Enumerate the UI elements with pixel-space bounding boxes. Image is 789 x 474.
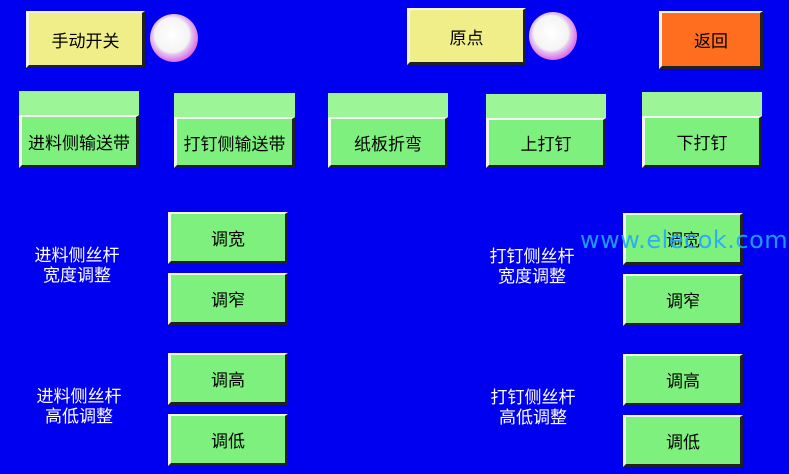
lower-nail-button[interactable]: 下打钉 [642, 116, 762, 168]
nail-narrow-button[interactable]: 调窄 [623, 274, 743, 326]
nail-side-width-label: 打钉侧丝杆 宽度调整 [489, 247, 575, 287]
conveyor-feed-indicator [19, 91, 139, 115]
manual-switch-button[interactable]: 手动开关 [26, 11, 145, 68]
upper-nail-indicator [486, 94, 606, 118]
lower-nail-indicator [642, 92, 762, 116]
feed-side-height-label: 进料侧丝杆 高低调整 [36, 387, 122, 427]
feed-widen-button[interactable]: 调宽 [168, 212, 288, 264]
feed-side-width-label: 进料侧丝杆 宽度调整 [34, 246, 120, 286]
nail-raise-button[interactable]: 调高 [623, 354, 743, 406]
feed-side-conveyor-button[interactable]: 进料侧输送带 [19, 115, 139, 168]
nail-widen-button[interactable]: 调宽 [623, 213, 743, 265]
cardboard-bend-indicator [328, 93, 448, 117]
watermark: www.elecok.com [580, 226, 789, 254]
nail-side-conveyor-button[interactable]: 打钉侧输送带 [174, 117, 295, 168]
origin-indicator-lamp [529, 12, 577, 60]
nail-side-height-label: 打钉侧丝杆 高低调整 [490, 388, 576, 428]
back-button[interactable]: 返回 [659, 11, 763, 69]
feed-lower-button[interactable]: 调低 [168, 414, 288, 466]
upper-nail-button[interactable]: 上打钉 [486, 118, 606, 168]
conveyor-nail-indicator [174, 93, 295, 117]
nail-lower-button[interactable]: 调低 [623, 415, 743, 467]
feed-narrow-button[interactable]: 调窄 [168, 273, 288, 325]
feed-raise-button[interactable]: 调高 [168, 353, 288, 405]
cardboard-bend-button[interactable]: 纸板折弯 [328, 117, 448, 168]
manual-switch-indicator-lamp [150, 14, 198, 62]
origin-button[interactable]: 原点 [407, 8, 526, 65]
